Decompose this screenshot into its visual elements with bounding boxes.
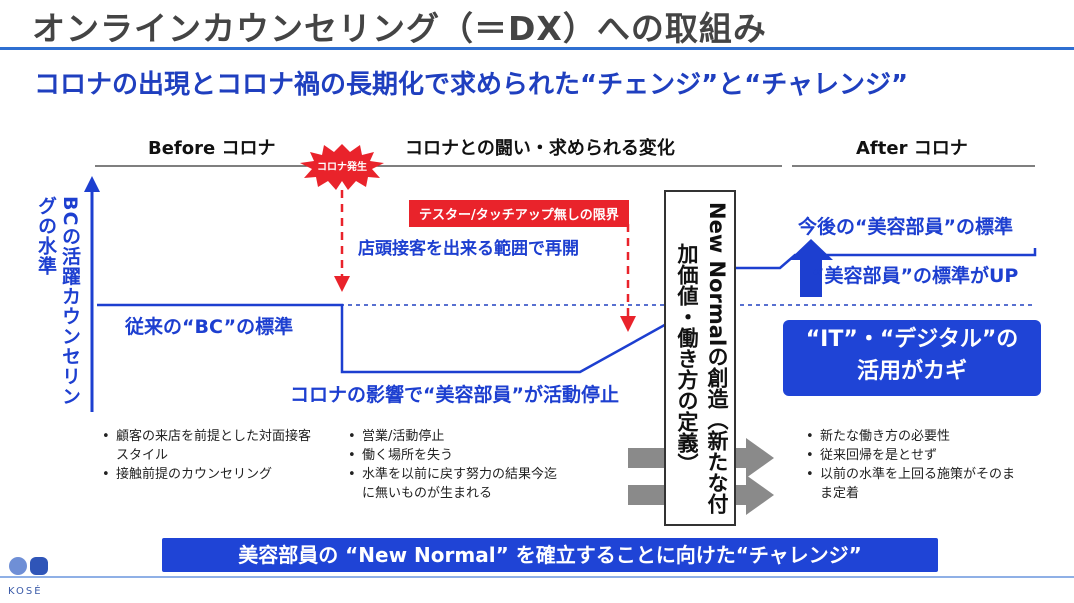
standard-bc-label: 従来の“BC”の標準 — [125, 316, 294, 338]
phase-after-label: After コロナ — [856, 138, 968, 159]
it-key-line1: “IT”・“デジタル”の — [805, 327, 1019, 352]
list-item: 働く場所を失う — [346, 446, 566, 465]
bullets-after: 新たな働き方の必要性 従来回帰を是とせず 以前の水準を上回る施策がそのまま定着 — [804, 427, 1019, 503]
list-item: 従来回帰を是とせず — [804, 446, 1019, 465]
y-axis-label: BCの活躍カウンセリングの水準 — [35, 196, 81, 407]
bottom-divider — [0, 576, 1074, 578]
outbreak-label: コロナ発生 — [317, 162, 367, 173]
list-item: 以前の水準を上回る施策がそのまま定着 — [804, 465, 1019, 503]
phase-before-label: Before コロナ — [148, 138, 276, 159]
kose-logo-text: KOSÉ — [8, 586, 43, 597]
it-key-line2: 活用がカギ — [856, 359, 967, 384]
challenge-banner: 美容部員の “New Normal” を確立することに向けた“チャレンジ” — [162, 538, 938, 572]
list-item: 顧客の来店を前提とした対面接客スタイル — [100, 427, 315, 465]
kose-logo-icon — [9, 557, 48, 575]
page-subtitle: コロナの出現とコロナ禍の長期化で求められた“チェンジ”と“チャレンジ” — [34, 70, 909, 100]
standard-up-label: “美容部員”の標準がUP — [812, 265, 1019, 287]
tester-limit-label: テスター/タッチアップ無しの限界 — [409, 200, 629, 227]
phase-during-label: コロナとの闘い・求められる変化 — [405, 138, 675, 159]
list-item: 接触前提のカウンセリング — [100, 465, 315, 484]
new-normal-box: New Normalの創造（新たな付加価値・働き方の定義） — [664, 190, 736, 526]
list-item: 営業/活動停止 — [346, 427, 566, 446]
list-item: 新たな働き方の必要性 — [804, 427, 1019, 446]
bullets-before: 顧客の来店を前提とした対面接客スタイル 接触前提のカウンセリング — [100, 427, 315, 484]
impact-label: コロナの影響で“美容部員”が活動停止 — [290, 384, 619, 406]
bullets-during: 営業/活動停止 働く場所を失う 水準を以前に戻す努力の結果今迄に無いものが生まれ… — [346, 427, 566, 503]
page-title: オンラインカウンセリング（＝DX）への取組み — [32, 9, 767, 48]
limit-arrowhead — [620, 316, 636, 332]
up-arrow — [789, 239, 833, 297]
outbreak-starburst — [300, 144, 384, 190]
outbreak-arrowhead — [334, 276, 350, 292]
future-standard-label: 今後の“美容部員”の標準 — [798, 216, 1013, 238]
it-key-box: “IT”・“デジタル”の 活用がカギ — [783, 320, 1041, 396]
list-item: 水準を以前に戻す努力の結果今迄に無いものが生まれる — [346, 465, 566, 503]
reopen-label: 店頭接客を出来る範囲で再開 — [358, 239, 579, 259]
y-axis-arrowhead — [84, 176, 100, 192]
title-divider — [0, 47, 1074, 50]
